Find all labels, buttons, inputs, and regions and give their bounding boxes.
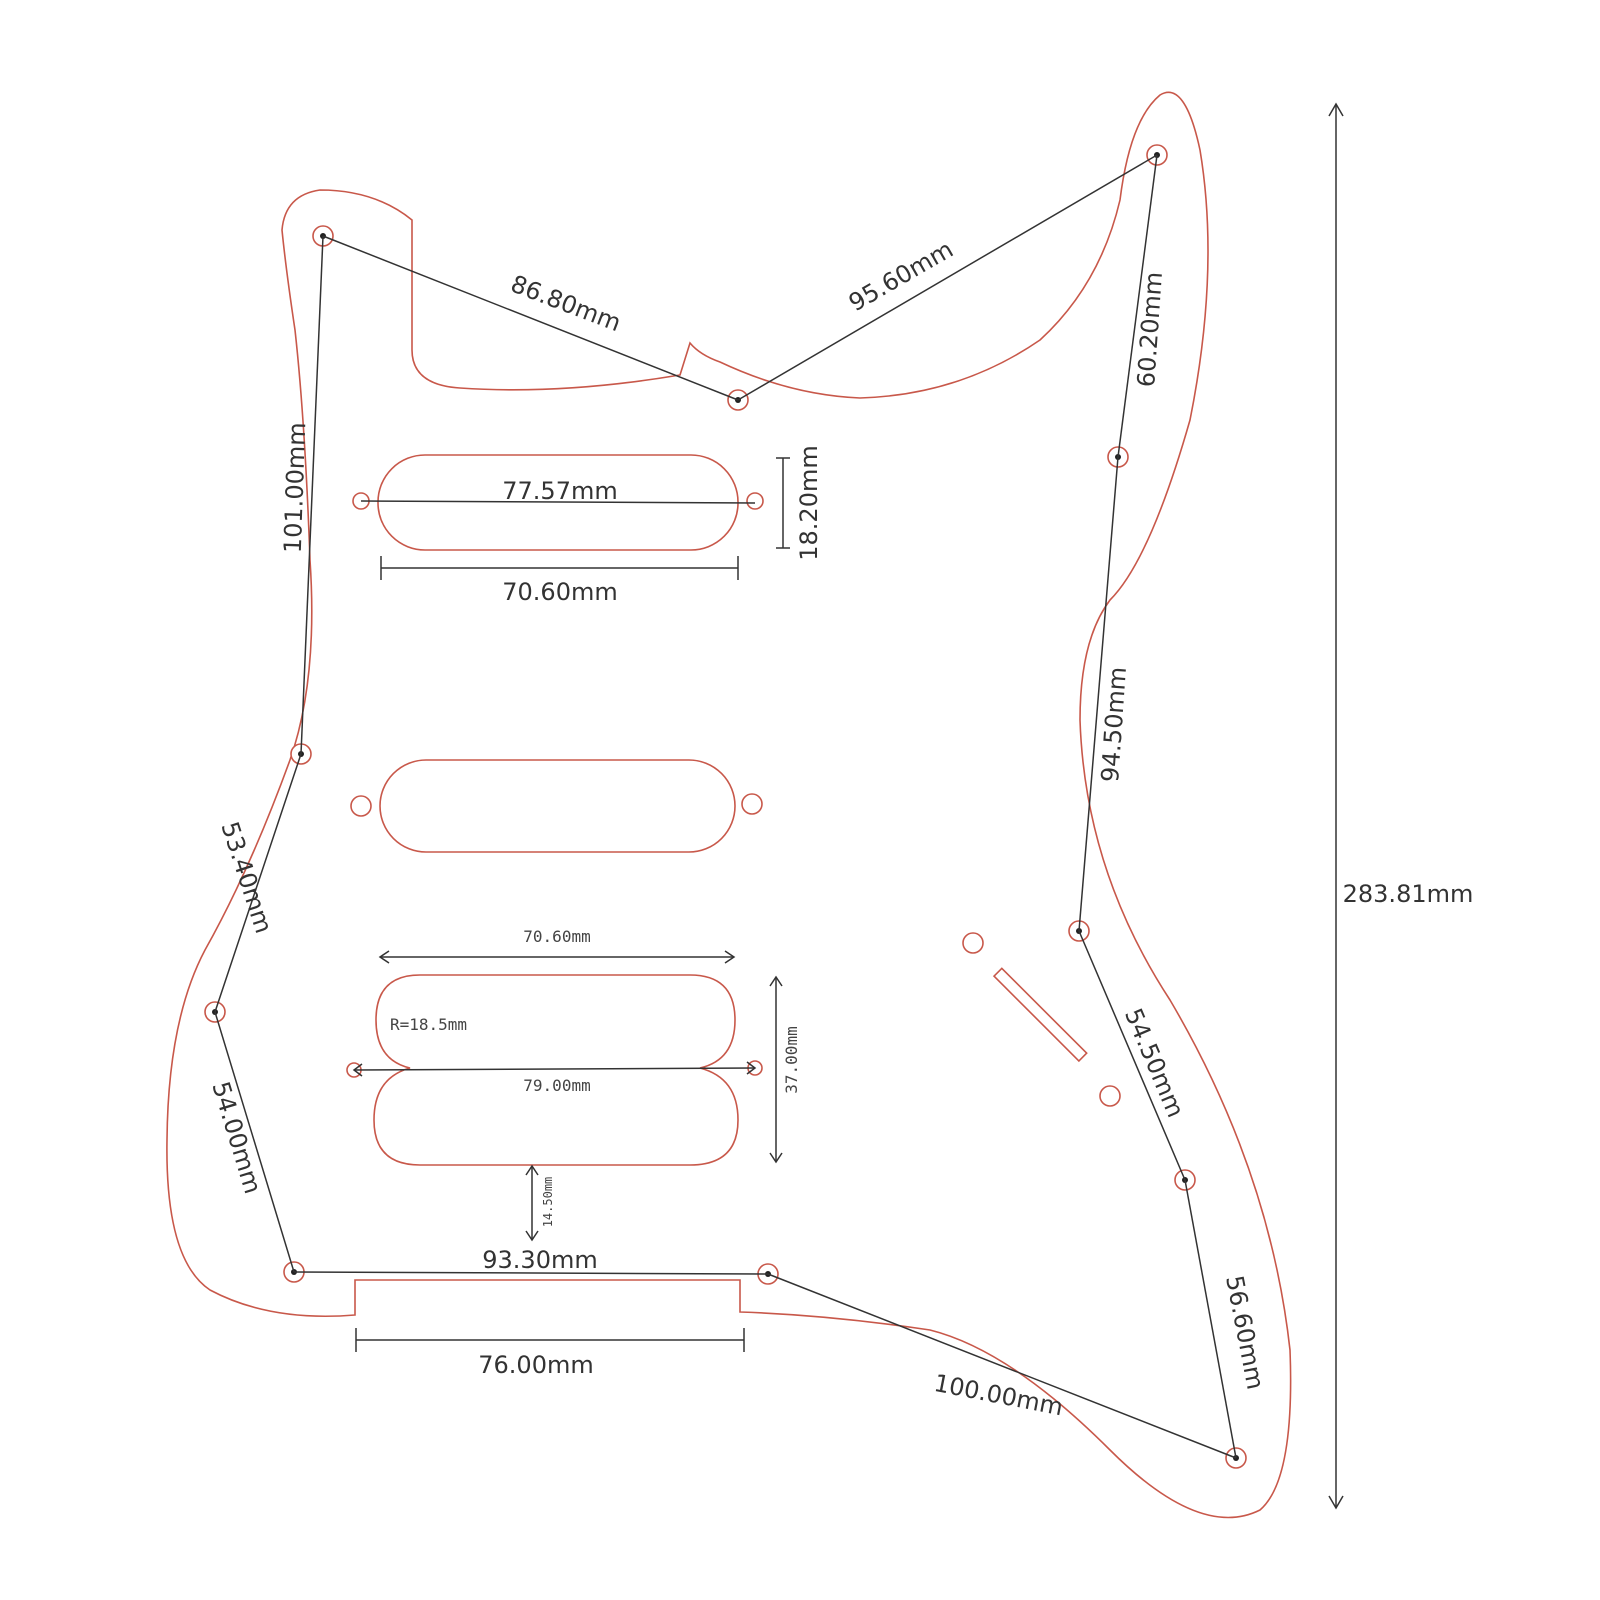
- dimension-label: 79.00mm: [523, 1076, 590, 1095]
- dimension-label: 54.00mm: [206, 1078, 267, 1197]
- middle-pickup-cutout: [379, 759, 736, 853]
- neck-pickup-mount-hole-right: [746, 492, 764, 510]
- screw-dimension-lines: [214, 154, 1237, 1459]
- dimension-label: 76.00mm: [478, 1351, 593, 1379]
- switch-screw-hole-top: [962, 932, 984, 954]
- dimension-label: 70.60mm: [523, 927, 590, 946]
- dimension-label: 18.20mm: [795, 445, 823, 560]
- dimension-label: 101.00mm: [279, 422, 312, 554]
- dimension-label: 93.30mm: [482, 1246, 597, 1274]
- switch-slot: [992, 967, 1088, 1063]
- dimension-label: 70.60mm: [502, 578, 617, 606]
- pickguard-outline: [166, 91, 1292, 1519]
- switch-screw-hole-bottom: [1099, 1085, 1121, 1107]
- dimension-label: 37.00mm: [782, 1026, 801, 1093]
- dimension-label: 14.50mm: [541, 1177, 555, 1228]
- dimension-label: 94.50mm: [1096, 666, 1132, 783]
- bridge-humbucker-cutout: [373, 974, 739, 1166]
- overall-height-dimension: [1328, 102, 1344, 1510]
- dimension-label: 53.40mm: [215, 818, 277, 936]
- pickup-dimension-lines: [352, 457, 790, 1352]
- dimension-label: 56.60mm: [1220, 1273, 1270, 1392]
- dimension-label: 60.20mm: [1132, 271, 1168, 388]
- middle-pickup-mount-hole-right: [741, 793, 763, 815]
- dimension-label: R=18.5mm: [390, 1015, 467, 1034]
- middle-pickup-mount-hole-left: [350, 795, 372, 817]
- dimension-label: 54.50mm: [1119, 1004, 1190, 1121]
- dimension-label: 283.81mm: [1343, 880, 1474, 908]
- dimension-label: 86.80mm: [507, 270, 625, 338]
- dimension-label: 77.57mm: [502, 477, 617, 505]
- dimension-label: 100.00mm: [932, 1369, 1066, 1421]
